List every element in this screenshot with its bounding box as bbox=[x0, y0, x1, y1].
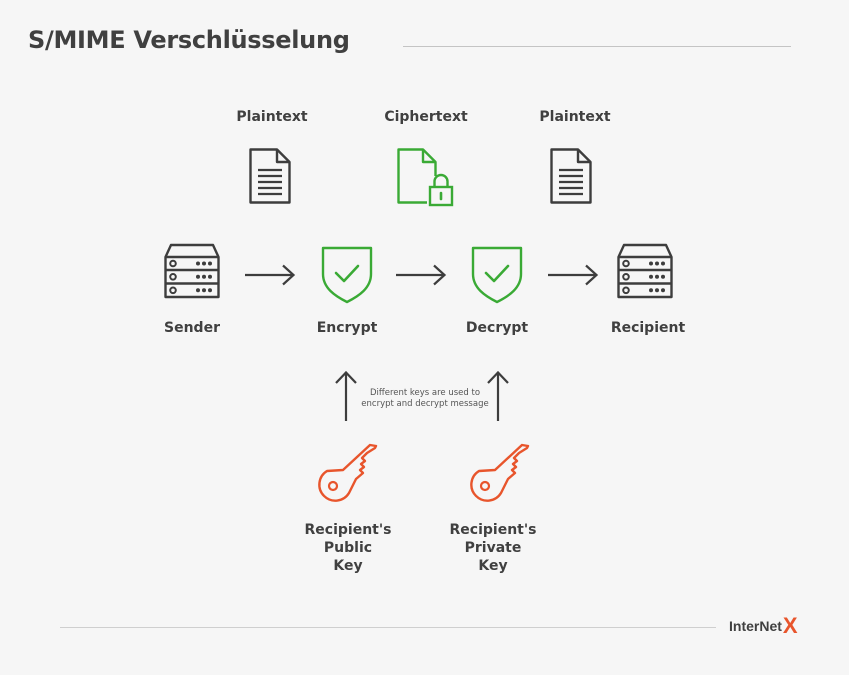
public-key-label: Recipient's Public Key bbox=[304, 522, 392, 574]
document-icon bbox=[550, 148, 592, 204]
arrow-right-icon bbox=[245, 264, 296, 286]
recipient-label: Recipient bbox=[610, 320, 686, 336]
shield-check-icon bbox=[471, 246, 523, 304]
key-icon bbox=[318, 443, 378, 502]
sender-label: Sender bbox=[164, 320, 220, 336]
private-key-label: Recipient's Private Key bbox=[449, 522, 537, 574]
arrow-right-icon bbox=[548, 264, 599, 286]
plaintext-label-left: Plaintext bbox=[236, 109, 308, 125]
locked-document-icon bbox=[397, 148, 454, 207]
server-icon bbox=[617, 243, 673, 299]
arrow-right-icon bbox=[396, 264, 447, 286]
document-icon bbox=[249, 148, 291, 204]
shield-check-icon bbox=[321, 246, 373, 304]
brand-name: InterNet bbox=[729, 618, 782, 634]
arrow-up-icon bbox=[335, 370, 357, 421]
decrypt-label: Decrypt bbox=[465, 320, 529, 336]
title-divider bbox=[403, 46, 791, 47]
plaintext-label-right: Plaintext bbox=[539, 109, 611, 125]
keys-note: Different keys are used to encrypt and d… bbox=[361, 388, 489, 409]
footer-divider bbox=[60, 627, 716, 628]
server-icon bbox=[164, 243, 220, 299]
arrow-up-icon bbox=[487, 370, 509, 421]
ciphertext-label: Ciphertext bbox=[384, 109, 468, 125]
page-title: S/MIME Verschlüsselung bbox=[28, 26, 350, 54]
encrypt-label: Encrypt bbox=[316, 320, 378, 336]
brand-mark: X bbox=[782, 613, 798, 638]
key-icon bbox=[470, 443, 530, 502]
